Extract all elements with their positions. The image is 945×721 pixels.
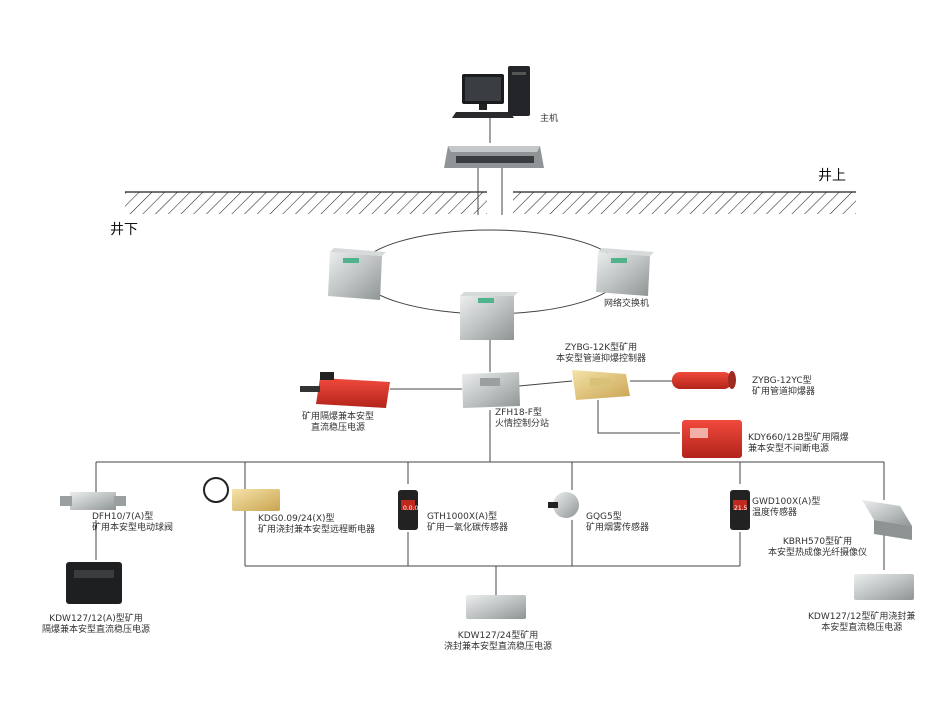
remote-breaker-icon[interactable]: [203, 477, 280, 511]
ring-switch-center-icon[interactable]: [460, 292, 518, 340]
temp-sensor-icon[interactable]: [730, 490, 750, 530]
ground-surface: [125, 191, 856, 214]
kdw12-right-icon[interactable]: [854, 574, 914, 600]
ring-switch-left-icon[interactable]: [328, 248, 386, 300]
smoke-sensor-label: GQG5型 矿用烟雾传感器: [586, 512, 650, 533]
temp-sensor-display: 21.5: [734, 505, 748, 512]
thermal-camera-icon[interactable]: [862, 500, 912, 540]
pipe-suppressor-label: ZYBG-12YC型 矿用管道抑爆器: [752, 376, 816, 397]
remote-breaker-label: KDG0.09/24(X)型 矿用浇封兼本安型远程断电器: [258, 514, 376, 535]
host-computer-icon[interactable]: [452, 66, 530, 118]
breaker-power-icon[interactable]: [682, 420, 742, 458]
breaker-power-label: KDY660/12B型矿用隔爆 兼本安型不间断电源: [748, 433, 849, 454]
ball-valve-icon[interactable]: [60, 492, 126, 510]
surface-label: 井上: [818, 168, 846, 184]
kdw12-left-icon[interactable]: [66, 562, 122, 604]
host-label: 主机: [540, 114, 559, 124]
underground-label: 井下: [110, 222, 138, 238]
thermal-camera-label: KBRH570型矿用 本安型热成像光纤摄像仪: [768, 537, 868, 558]
co-sensor-label: GTH1000X(A)型 矿用一氧化碳传感器: [427, 512, 509, 533]
pipe-controller-icon[interactable]: [572, 370, 630, 400]
kdw12-right-label: KDW127/12型矿用浇封兼 本安型直流稳压电源: [808, 612, 916, 633]
ball-valve-label: DFH10/7(A)型 矿用本安型电动球阀: [92, 512, 174, 533]
co-sensor-icon[interactable]: [398, 490, 418, 530]
kdw24-icon[interactable]: [466, 595, 526, 619]
pipe-controller-label: ZYBG-12K型矿用 本安型管道抑爆控制器: [556, 343, 647, 364]
smoke-sensor-icon[interactable]: [548, 492, 579, 518]
kdw12-left-label: KDW127/12(A)型矿用 隔爆兼本安型直流稳压电源: [42, 614, 151, 635]
substation-label: ZFH18-F型 火情控制分站: [495, 408, 550, 429]
dc-power-left-label: 矿用隔爆兼本安型 直流稳压电源: [302, 412, 375, 433]
main-switch-icon[interactable]: [444, 146, 544, 168]
dc-power-left-icon[interactable]: [300, 372, 390, 408]
kdw24-label: KDW127/24型矿用 浇封兼本安型直流稳压电源: [444, 631, 553, 652]
co-sensor-display: 0.0.0: [403, 505, 419, 512]
pipe-suppressor-icon[interactable]: [672, 371, 736, 389]
substation-box-icon[interactable]: [462, 372, 520, 408]
ring-switch-right-icon[interactable]: [596, 248, 654, 296]
temp-sensor-label: GWD100X(A)型 温度传感器: [752, 497, 821, 518]
ring-switch-label: 网络交换机: [604, 299, 650, 309]
